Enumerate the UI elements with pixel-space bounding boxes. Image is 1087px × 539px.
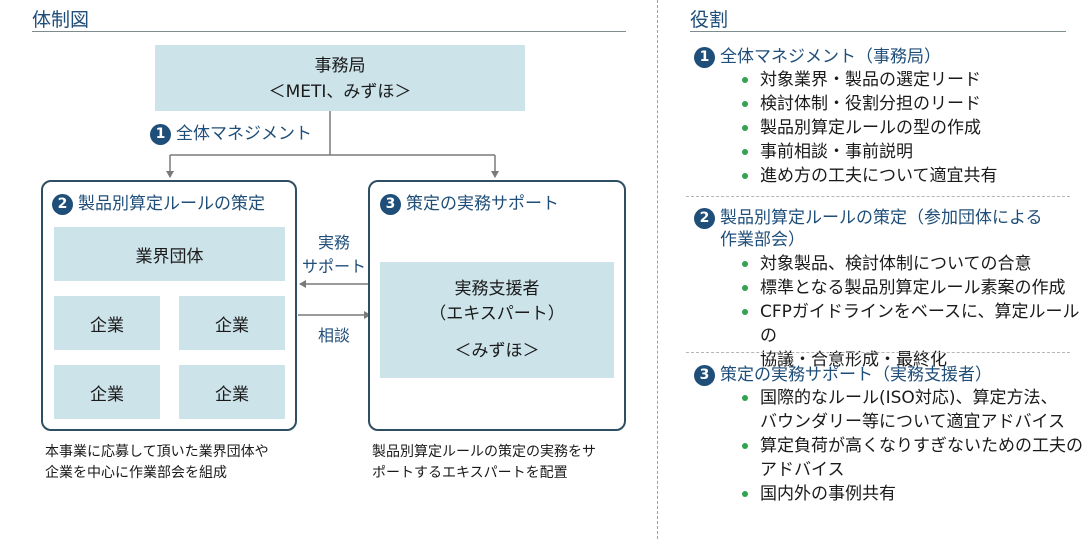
expert-subtitle: （エキスパート）: [429, 303, 565, 324]
list-item: CFPガイドラインをベースに、算定ルールの 協議・合意形成・最終化: [737, 300, 1087, 372]
secretariat-members: ＜METI、みずほ＞: [268, 82, 412, 102]
industry-group-box: 業界団体: [54, 227, 285, 281]
note-working-group: 本事業に応募して頂いた業界団体や 企業を中心に作業部会を組成: [45, 442, 269, 484]
list-item: 製品別算定ルールの型の作成: [737, 116, 998, 140]
expert-title: 実務支援者: [454, 278, 540, 299]
role-2-title-continued: 作業部会）: [720, 230, 805, 250]
list-item-line2: アドバイス: [760, 460, 845, 480]
list-item-line1: 国際的なルール(ISO対応)、算定方法、: [760, 388, 1058, 408]
list-item-line1: 算定負荷が高くなりすぎないための工夫の: [760, 436, 1083, 456]
list-item: 対象業界・製品の選定リード: [737, 68, 998, 92]
company-box: 企業: [54, 365, 160, 419]
expert-provider: ＜みずほ＞: [454, 340, 540, 361]
consultation-label: 相談: [317, 326, 350, 345]
number-badge-1: 1: [150, 123, 171, 145]
diagram-heading-rule: [32, 31, 626, 32]
list-item: 進め方の工夫について適宜共有: [737, 164, 998, 188]
secretariat-title: 事務局: [314, 56, 366, 76]
role-2-list: 対象製品、検討体制についての合意 標準となる製品別算定ルール素案の作成 CFPガ…: [737, 252, 1087, 372]
secretariat-box: 事務局 ＜METI、みずほ＞: [155, 45, 525, 111]
number-badge-1: 1: [694, 46, 715, 68]
list-item: 対象製品、検討体制についての合意: [737, 252, 1087, 276]
company-box: 企業: [179, 296, 285, 350]
roles-heading: 役割: [690, 9, 729, 31]
note-expert-line2: ポートするエキスパートを配置: [372, 465, 568, 481]
number-badge-2: 2: [694, 207, 715, 229]
note-expert: 製品別算定ルールの策定の実務をサ ポートするエキスパートを配置: [372, 442, 596, 484]
note-working-group-line2: 企業を中心に作業部会を組成: [45, 465, 227, 481]
note-expert-line1: 製品別算定ルールの策定の実務をサ: [372, 444, 596, 460]
list-item: 標準となる製品別算定ルール素案の作成: [737, 276, 1087, 300]
number-badge-2: 2: [52, 193, 73, 215]
roles-heading-rule: [690, 31, 1066, 32]
list-item: 国内外の事例共有: [737, 482, 1083, 506]
list-item-line2: 協議・合意形成・最終化: [760, 350, 947, 370]
role-2-title-text: 製品別算定ルールの策定（参加団体による: [720, 208, 1043, 228]
list-item-line2: バウンダリー等について適宜アドバイス: [760, 412, 1065, 432]
number-badge-3: 3: [380, 193, 401, 215]
list-item: 事前相談・事前説明: [737, 140, 998, 164]
practical-support-line1: 実務: [317, 233, 350, 252]
section-divider: [657, 0, 658, 539]
role-1-list: 対象業界・製品の選定リード 検討体制・役割分担のリード 製品別算定ルールの型の作…: [737, 68, 998, 188]
role-divider: [686, 352, 1070, 353]
expert-box: 実務支援者 （エキスパート） ＜みずほ＞: [380, 262, 614, 378]
practical-support-title-text: 策定の実務サポート: [406, 194, 559, 214]
role-3-title-text: 策定の実務サポート（実務支援者）: [720, 365, 992, 385]
overall-management-text: 全体マネジメント: [176, 124, 312, 144]
role-1-title-text: 全体マネジメント（事務局）: [720, 47, 941, 67]
list-item: 検討体制・役割分担のリード: [737, 92, 998, 116]
connector-arrows: [166, 111, 499, 319]
diagram-heading: 体制図: [32, 9, 90, 31]
list-item-line1: CFPガイドラインをベースに、算定ルールの: [760, 302, 1080, 346]
number-badge-3: 3: [694, 364, 715, 386]
list-item: 算定負荷が高くなりすぎないための工夫の アドバイス: [737, 434, 1083, 482]
company-box: 企業: [54, 296, 160, 350]
practical-support-line2: サポート: [301, 257, 366, 276]
rule-drafting-title-text: 製品別算定ルールの策定: [78, 194, 265, 214]
list-item: 国際的なルール(ISO対応)、算定方法、 バウンダリー等について適宜アドバイス: [737, 386, 1083, 434]
note-working-group-line1: 本事業に応募して頂いた業界団体や: [45, 444, 269, 460]
practical-support-label: 実務 サポート: [298, 231, 370, 279]
role-3-list: 国際的なルール(ISO対応)、算定方法、 バウンダリー等について適宜アドバイス …: [737, 386, 1083, 506]
role-divider: [686, 196, 1070, 197]
company-box: 企業: [179, 365, 285, 419]
